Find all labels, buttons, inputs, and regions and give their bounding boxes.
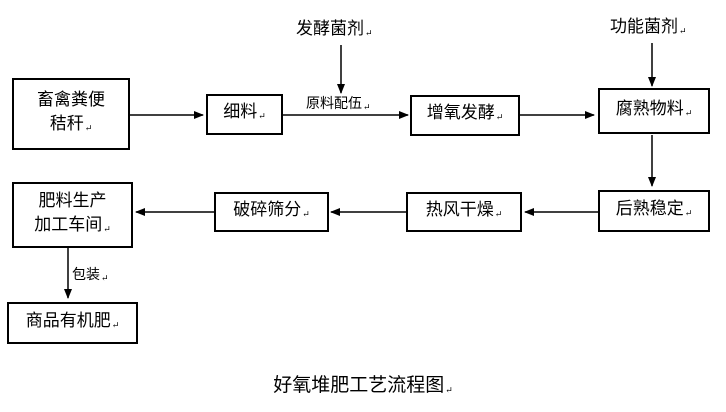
node-workshop: 肥料生产加工车间↵	[12, 182, 133, 248]
mix-label: 原料配伍↵	[306, 96, 371, 113]
diagram-title: 好氧堆肥工艺流程图↵	[273, 374, 453, 396]
pack-label: 包装↵	[72, 267, 109, 284]
node-hot-air-dry: 热风干燥↵	[406, 192, 522, 232]
node-aerobic-ferment: 增氧发酵↵	[410, 95, 520, 136]
node-manure: 畜禽粪便秸秆↵	[12, 78, 130, 150]
node-post-stable: 后熟稳定↵	[598, 190, 710, 232]
node-product: 商品有机肥↵	[7, 302, 138, 344]
node-crush-screen: 破碎筛分↵	[214, 192, 329, 232]
node-fine: 细料↵	[206, 94, 283, 135]
node-decomposed: 腐熟物料↵	[598, 88, 710, 134]
function-agent-label: 功能菌剂↵	[610, 17, 687, 37]
ferment-agent-label: 发酵菌剂↵	[296, 19, 373, 39]
